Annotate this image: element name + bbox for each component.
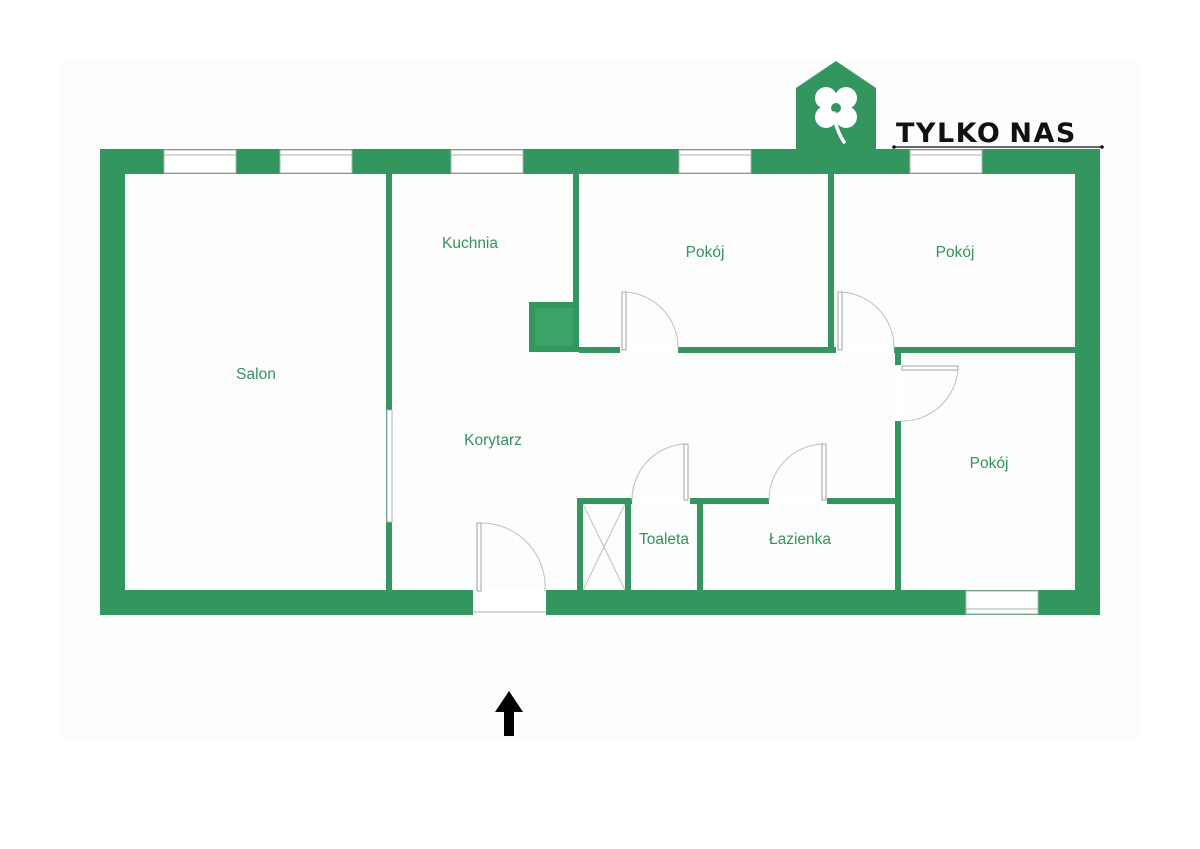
wall-baths-north (577, 498, 901, 504)
door (631, 443, 690, 505)
window (909, 149, 983, 174)
room-label-toaleta: Toaleta (639, 531, 689, 548)
wall-bottom (100, 590, 1100, 615)
door (620, 291, 679, 354)
wall-rooms-south (579, 347, 1075, 353)
wall-left (100, 149, 125, 615)
wall-closet-west (577, 498, 583, 590)
wall-closet-east (625, 498, 631, 590)
wall-salon-east (386, 174, 392, 590)
kitchen-cabinet-inner (535, 308, 573, 346)
window (279, 149, 353, 174)
window (450, 149, 524, 174)
doors (473, 291, 959, 616)
wall-room-divider (828, 174, 834, 352)
room-label-lazienka: Łazienka (769, 531, 831, 548)
door (768, 443, 827, 505)
window (965, 590, 1039, 615)
room-labels: Salon Kuchnia Korytarz Pokój Pokój Pokój… (236, 235, 1008, 548)
room-label-pokoj-2: Pokój (936, 244, 975, 261)
wall-toilet-east (697, 498, 703, 590)
door (836, 291, 895, 354)
wall-kitchen-east (573, 174, 579, 352)
wall-room3-west (895, 347, 901, 590)
house-clover-icon (796, 61, 876, 150)
room-label-kuchnia: Kuchnia (442, 235, 498, 252)
windows (163, 149, 1039, 615)
room-label-pokoj-1: Pokój (686, 244, 725, 261)
door (894, 365, 959, 422)
room-label-pokoj-3: Pokój (970, 455, 1009, 472)
room-label-salon: Salon (236, 366, 276, 383)
sliding-opening (386, 409, 393, 523)
window (678, 149, 752, 174)
arrow-up-icon (495, 691, 523, 736)
closet-cross (582, 503, 626, 591)
entrance-door (473, 522, 546, 616)
wall-right (1075, 149, 1100, 615)
interior-walls (386, 174, 1075, 590)
room-label-korytarz: Korytarz (464, 432, 522, 449)
window (163, 149, 237, 174)
